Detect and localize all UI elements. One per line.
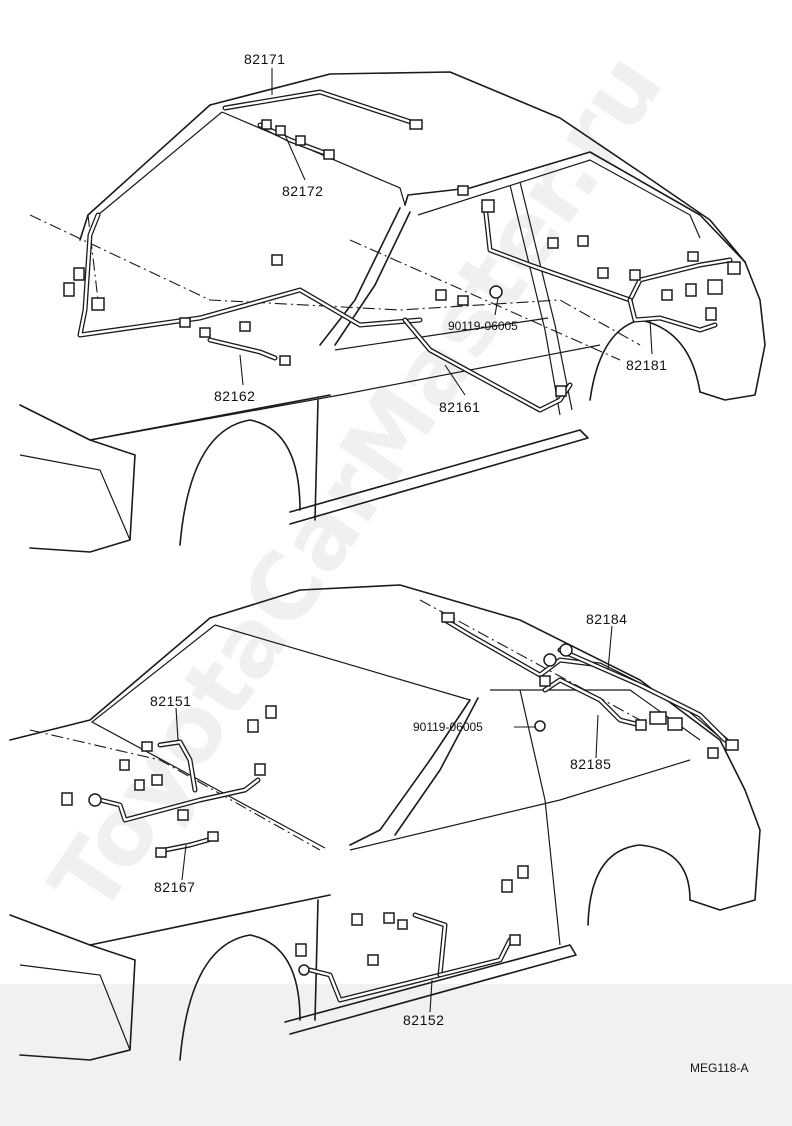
label-82152: 82152 [403,1012,444,1028]
label-clip-upper: 90119-06005 [448,319,518,333]
lower-leaders [175,625,613,1013]
lower-harnesses [61,612,739,1003]
label-clip-lower: 90119-06005 [413,720,483,734]
label-82162: 82162 [214,388,255,404]
upper-leaders [239,68,653,396]
lower-connectors [61,612,739,976]
label-82161: 82161 [439,399,480,415]
upper-connectors [63,119,741,397]
label-82172: 82172 [282,183,323,199]
label-82181: 82181 [626,357,667,373]
upper-car-body [19,71,766,553]
label-82167: 82167 [154,879,195,895]
figure-code: MEG118-A [690,1061,748,1075]
label-82185: 82185 [570,756,611,772]
label-82171: 82171 [244,51,285,67]
label-82151: 82151 [150,693,191,709]
label-82184: 82184 [586,611,627,627]
upper-harnesses [63,89,741,413]
